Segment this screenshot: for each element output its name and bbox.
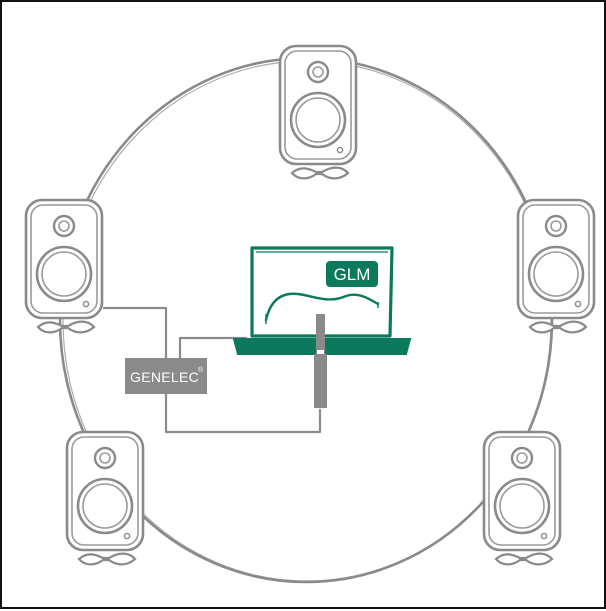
genelec-interface: GENELEC ® xyxy=(125,358,207,394)
genelec-mark: ® xyxy=(198,366,204,374)
cable-left-speaker-to-interface xyxy=(102,306,168,360)
genelec-label: GENELEC xyxy=(130,369,199,385)
cable-interface-to-microphone xyxy=(164,392,322,434)
laptop: GLM xyxy=(232,246,412,355)
speaker-top xyxy=(278,44,358,180)
speaker-right-lower xyxy=(482,430,562,566)
speaker-right-upper xyxy=(516,198,596,334)
speaker-left-lower xyxy=(65,430,145,566)
frequency-response-curve xyxy=(264,292,380,322)
speaker-left-upper xyxy=(24,198,104,334)
cable-interface-to-laptop xyxy=(178,336,248,360)
measurement-microphone xyxy=(314,314,327,408)
glm-label: GLM xyxy=(334,265,371,284)
glm-badge xyxy=(326,261,378,287)
